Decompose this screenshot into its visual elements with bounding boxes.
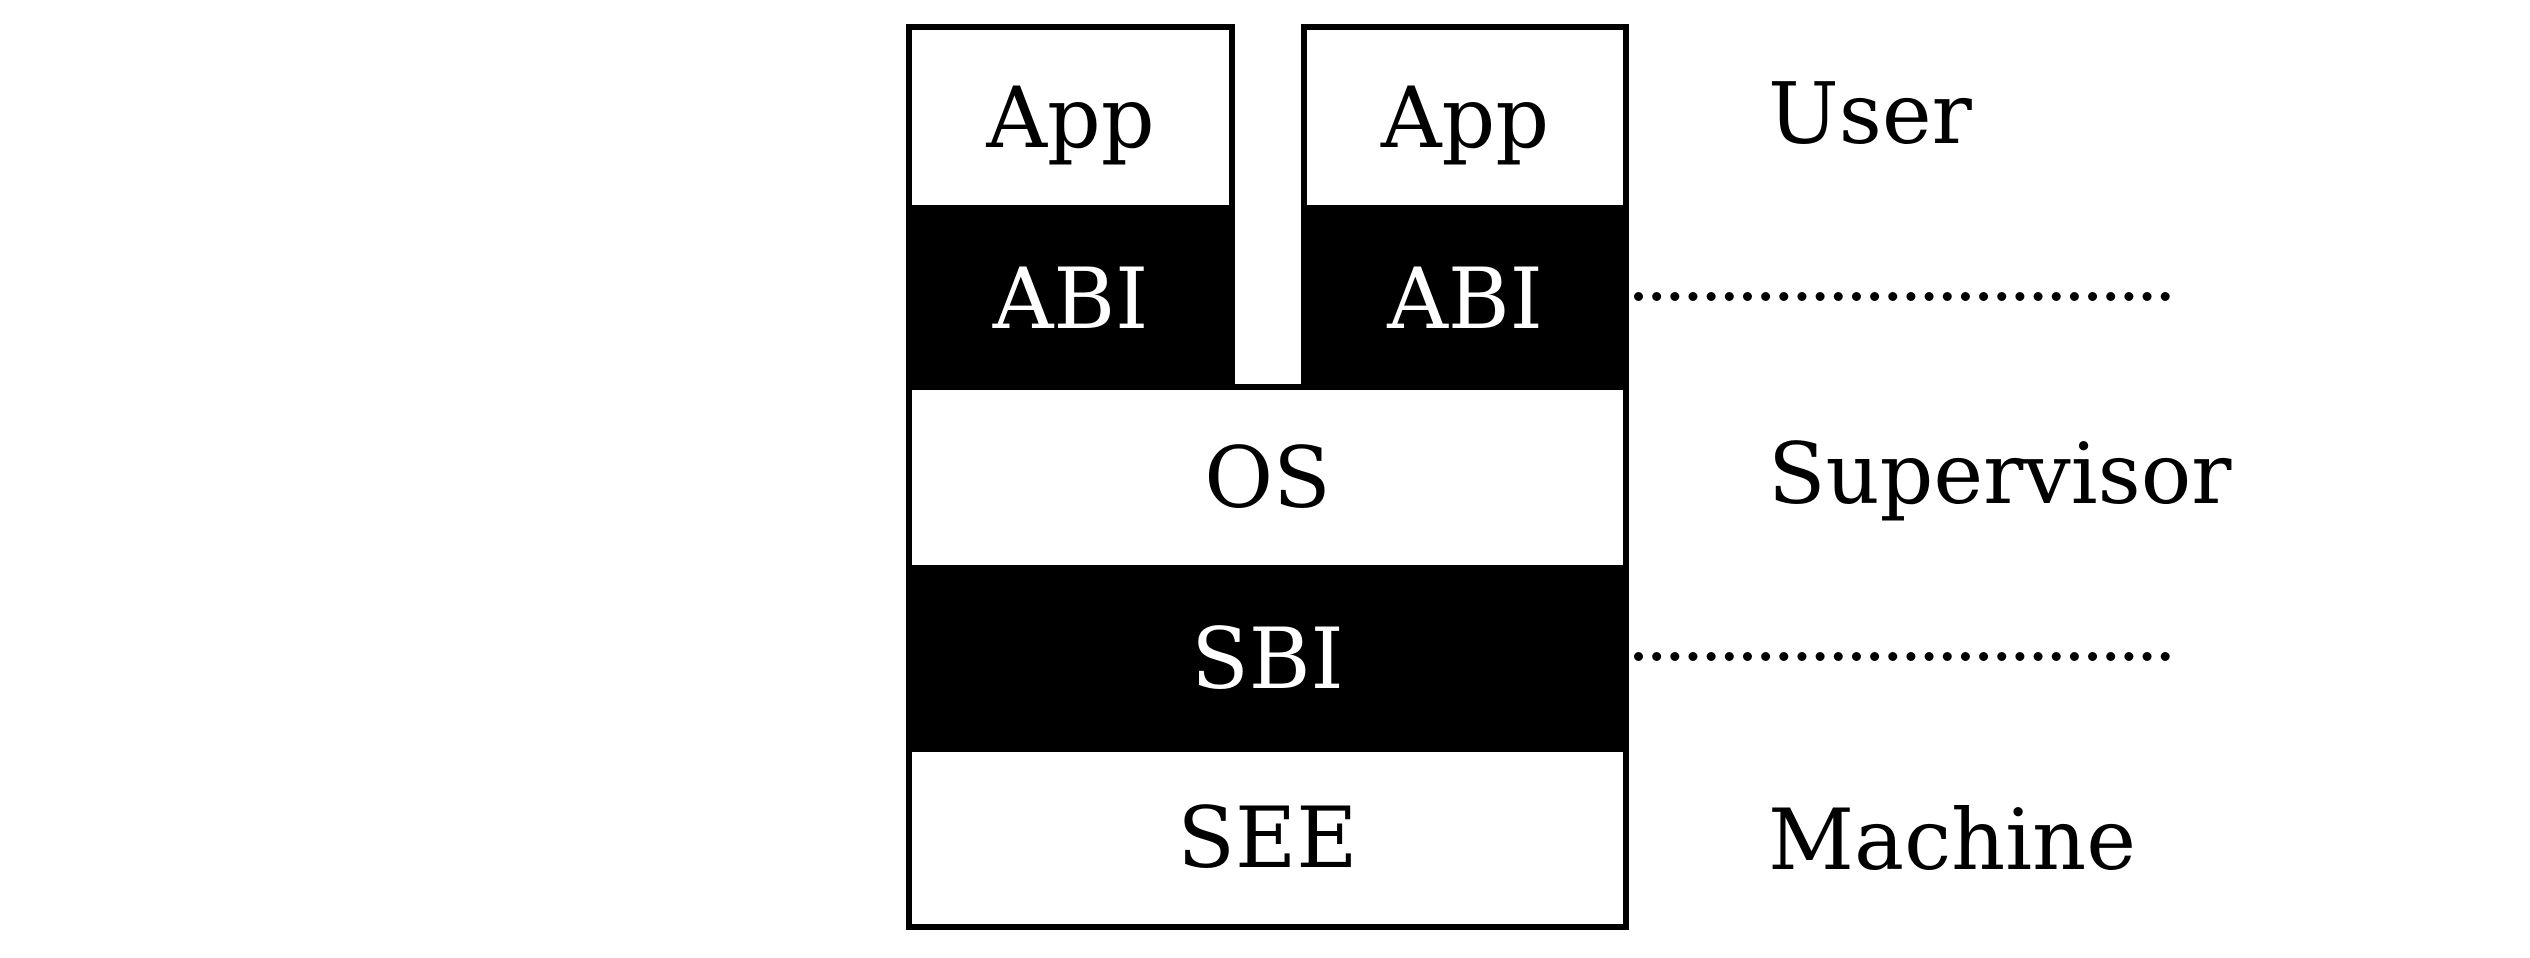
app-box-left: App [906,24,1235,211]
sbi-box-label: SBI [1191,609,1344,708]
abi-box-left-label: ABI [992,249,1149,348]
level-label-supervisor: Supervisor [1768,425,2232,523]
see-box: SEE [906,746,1629,930]
see-box-label: SEE [1177,789,1358,887]
os-box: OS [906,384,1629,571]
abi-boundary-line [1634,292,2170,301]
sbi-boundary-line [1634,652,2170,661]
app-box-right: App [1301,24,1629,211]
level-label-user: User [1768,65,1972,163]
app-box-left-label: App [986,68,1155,167]
app-box-right-label: App [1380,68,1550,167]
sbi-box: SBI [906,565,1629,752]
level-label-machine: Machine [1768,791,2136,889]
abi-box-right-label: ABI [1387,249,1543,348]
os-box-label: OS [1204,428,1331,527]
abi-box-right: ABI [1301,205,1629,392]
abi-box-left: ABI [906,205,1235,392]
